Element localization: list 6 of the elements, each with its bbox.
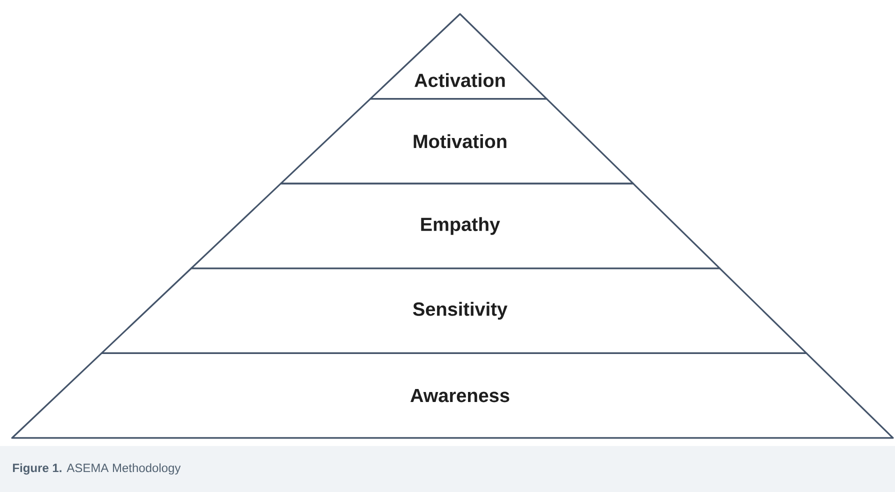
pyramid-band: Empathy — [190, 182, 721, 270]
caption-band: Figure 1. ASEMA Methodology — [0, 446, 895, 492]
pyramid-band: Awareness — [11, 352, 894, 439]
pyramid-band: Motivation — [280, 98, 634, 184]
pyramid-band: Sensitivity — [100, 268, 808, 354]
pyramid-band: Activation — [370, 13, 548, 100]
